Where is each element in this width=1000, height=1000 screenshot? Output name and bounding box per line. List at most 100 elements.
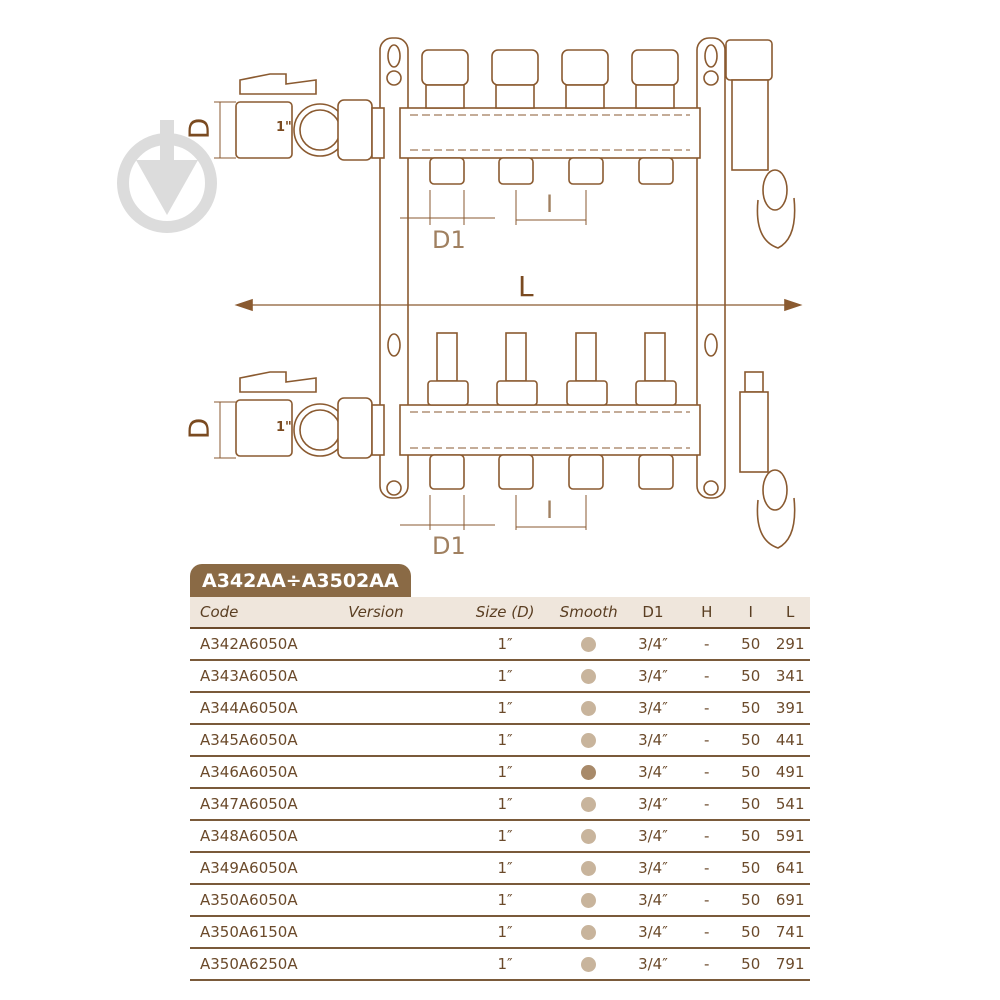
cell-d1: 3/4″ <box>623 692 683 725</box>
cell-d1: 3/4″ <box>623 724 683 757</box>
cell-h: - <box>682 660 732 693</box>
cell-i: 50 <box>731 628 771 661</box>
cell-h: - <box>682 852 732 885</box>
cell-h: - <box>682 788 732 821</box>
cell-version <box>348 852 457 885</box>
cell-code: A350A6050A <box>190 884 349 917</box>
cell-version <box>348 660 457 693</box>
cell-code: A344A6050A <box>190 692 349 725</box>
cell-size: 1″ <box>456 884 554 917</box>
cell-d1: 3/4″ <box>623 756 683 789</box>
cell-i: 50 <box>731 884 771 917</box>
cell-smooth <box>553 788 624 821</box>
cell-smooth <box>553 724 624 757</box>
header-i: I <box>731 597 771 629</box>
cell-l: 491 <box>770 756 810 789</box>
cell-version <box>348 948 457 981</box>
cell-l: 591 <box>770 820 810 853</box>
cell-version <box>348 916 457 949</box>
cell-h: - <box>682 820 732 853</box>
smooth-indicator-icon <box>581 797 597 812</box>
smooth-indicator-icon <box>581 733 597 748</box>
dimension-label-L: L <box>518 270 534 303</box>
header-l: L <box>770 597 810 629</box>
cell-size: 1″ <box>456 916 554 949</box>
dimension-label-D1-bottom: D1 <box>432 532 466 560</box>
cell-h: - <box>682 948 732 981</box>
cell-d1: 3/4″ <box>623 852 683 885</box>
cell-d1: 3/4″ <box>623 884 683 917</box>
cell-smooth <box>553 628 624 661</box>
cell-l: 791 <box>770 948 810 981</box>
smooth-indicator-icon <box>581 765 597 780</box>
cell-d1: 3/4″ <box>623 820 683 853</box>
cell-code: A343A6050A <box>190 660 349 693</box>
cell-h: - <box>682 884 732 917</box>
cell-i: 50 <box>731 660 771 693</box>
cell-l: 691 <box>770 884 810 917</box>
inlet-size-top: 1" <box>276 120 292 135</box>
cell-code: A350A6150A <box>190 916 349 949</box>
cell-size: 1″ <box>456 660 554 693</box>
cell-size: 1″ <box>456 692 554 725</box>
cell-version <box>348 788 457 821</box>
cell-d1: 3/4″ <box>623 916 683 949</box>
cell-i: 50 <box>731 692 771 725</box>
cell-size: 1″ <box>456 628 554 661</box>
cell-smooth <box>553 820 624 853</box>
header-d1: D1 <box>623 597 683 629</box>
cell-i: 50 <box>731 788 771 821</box>
smooth-indicator-icon <box>581 957 597 972</box>
cell-l: 291 <box>770 628 810 661</box>
cell-code: A342A6050A <box>190 628 349 661</box>
smooth-indicator-icon <box>581 829 597 844</box>
smooth-indicator-icon <box>581 893 597 908</box>
cell-i: 50 <box>731 852 771 885</box>
dimension-label-D-top: D <box>182 117 216 140</box>
cell-version <box>348 628 457 661</box>
cell-version <box>348 724 457 757</box>
cell-d1: 3/4″ <box>623 628 683 661</box>
cell-size: 1″ <box>456 948 554 981</box>
inlet-size-bottom: 1" <box>276 420 292 435</box>
cell-h: - <box>682 692 732 725</box>
cell-code: A348A6050A <box>190 820 349 853</box>
product-table: Code Version Size (D) Smooth D1 H I L A3… <box>190 597 810 981</box>
dimension-label-I-bottom: I <box>546 496 554 524</box>
cell-d1: 3/4″ <box>623 788 683 821</box>
cell-smooth <box>553 756 624 789</box>
cell-size: 1″ <box>456 820 554 853</box>
cell-size: 1″ <box>456 756 554 789</box>
cell-code: A350A6250A <box>190 948 349 981</box>
cell-l: 391 <box>770 692 810 725</box>
smooth-indicator-icon <box>581 861 597 876</box>
cell-l: 641 <box>770 852 810 885</box>
table-header-row: Code Version Size (D) Smooth D1 H I L <box>190 597 810 629</box>
cell-d1: 3/4″ <box>623 660 683 693</box>
manifold-technical-drawing <box>117 37 803 549</box>
dimension-label-D-bottom: D <box>182 417 216 440</box>
dimension-label-D1-top: D1 <box>432 226 466 254</box>
cell-i: 50 <box>731 756 771 789</box>
product-table-section: A342AA÷A3502AA Code Version Size (D) Smo… <box>190 564 810 981</box>
cell-l: 541 <box>770 788 810 821</box>
cell-smooth <box>553 660 624 693</box>
watermark-icon <box>117 120 217 233</box>
cell-h: - <box>682 916 732 949</box>
smooth-indicator-icon <box>581 925 597 940</box>
cell-h: - <box>682 724 732 757</box>
smooth-indicator-icon <box>581 669 597 684</box>
smooth-indicator-icon <box>581 701 597 716</box>
cell-smooth <box>553 884 624 917</box>
cell-smooth <box>553 692 624 725</box>
cell-smooth <box>553 948 624 981</box>
cell-code: A347A6050A <box>190 788 349 821</box>
header-code: Code <box>190 597 349 629</box>
